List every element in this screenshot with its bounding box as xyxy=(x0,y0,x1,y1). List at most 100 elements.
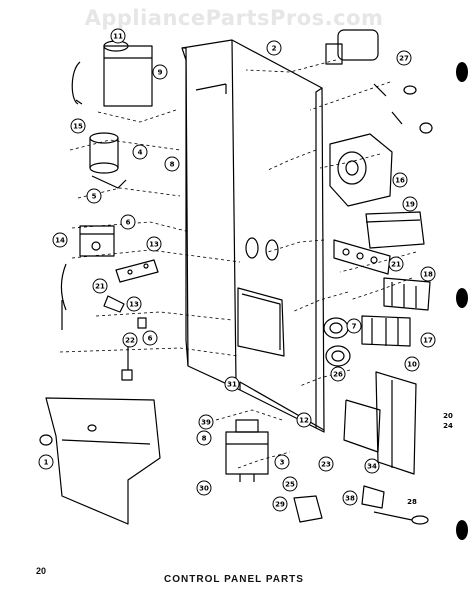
page-number: 20 xyxy=(36,566,47,576)
part-28-terminals xyxy=(361,485,429,525)
part-4-capacitor xyxy=(89,132,127,189)
svg-text:1: 1 xyxy=(44,459,49,467)
callout-21-left: 21 xyxy=(92,278,108,294)
svg-text:17: 17 xyxy=(423,337,433,345)
svg-text:26: 26 xyxy=(333,371,343,379)
control-panel-housing xyxy=(181,39,325,433)
part-3-relay xyxy=(225,419,269,482)
svg-text:8: 8 xyxy=(170,161,175,169)
part-21-bracket-left xyxy=(115,259,159,283)
part-18-switch-assembly xyxy=(383,277,431,311)
svg-text:5: 5 xyxy=(92,193,97,201)
part-callouts: 11 2 9 27 15 4 8 16 5 19 6 14 13 21 18 2… xyxy=(38,28,453,512)
svg-text:38: 38 xyxy=(345,495,355,503)
callout-6-top: 6 xyxy=(120,214,136,230)
svg-text:13: 13 xyxy=(129,301,139,309)
svg-text:6: 6 xyxy=(126,219,131,227)
callout-17: 17 xyxy=(420,332,436,348)
svg-text:21: 21 xyxy=(95,283,105,291)
punch-holes xyxy=(456,62,468,540)
part-27-solenoid xyxy=(325,29,433,134)
callout-22: 22 xyxy=(122,332,138,348)
callout-18: 18 xyxy=(420,266,436,282)
part-21-terminal-strip-right xyxy=(333,239,391,275)
svg-text:27: 27 xyxy=(399,55,409,63)
svg-text:10: 10 xyxy=(407,361,417,369)
callout-27: 27 xyxy=(396,50,412,66)
svg-text:4: 4 xyxy=(138,149,143,157)
svg-text:31: 31 xyxy=(227,381,237,389)
part-16-timer xyxy=(329,133,393,207)
callout-2: 2 xyxy=(266,40,282,56)
watermark: AppliancePartsPros.com xyxy=(84,6,384,30)
part-1-knob xyxy=(39,434,53,446)
leader-lines xyxy=(59,59,417,469)
callout-23: 23 xyxy=(318,456,334,472)
svg-text:28: 28 xyxy=(407,498,417,506)
svg-text:25: 25 xyxy=(285,481,295,489)
callout-25: 25 xyxy=(282,476,298,492)
part-17-switch-assembly xyxy=(361,315,411,347)
svg-text:18: 18 xyxy=(423,271,433,279)
callout-14: 14 xyxy=(52,232,68,248)
svg-text:30: 30 xyxy=(199,485,209,493)
part-11-motor xyxy=(71,40,153,107)
svg-text:39: 39 xyxy=(201,419,211,427)
svg-text:15: 15 xyxy=(73,123,83,131)
part-30-cover xyxy=(45,397,161,525)
callout-4: 4 xyxy=(132,144,148,160)
svg-text:29: 29 xyxy=(275,501,285,509)
callout-7: 7 xyxy=(346,318,362,334)
callout-26: 26 xyxy=(330,366,346,382)
callout-9: 9 xyxy=(152,64,168,80)
callout-38: 38 xyxy=(342,490,358,506)
svg-text:2: 2 xyxy=(272,45,277,53)
svg-text:23: 23 xyxy=(321,461,331,469)
svg-text:8: 8 xyxy=(202,435,207,443)
callout-13-bottom: 13 xyxy=(126,296,142,312)
callout-11: 11 xyxy=(110,28,126,44)
svg-text:13: 13 xyxy=(149,241,159,249)
part-29-connector xyxy=(293,495,323,523)
callout-19: 19 xyxy=(402,196,418,212)
svg-text:24: 24 xyxy=(443,422,453,430)
callout-39: 39 xyxy=(198,414,214,430)
part-34-terminal-block xyxy=(343,371,417,475)
callout-34: 34 xyxy=(364,458,380,474)
callout-6-mid: 6 xyxy=(142,330,158,346)
svg-text:21: 21 xyxy=(391,261,401,269)
callout-16: 16 xyxy=(392,172,408,188)
callout-30: 30 xyxy=(196,480,212,496)
callout-5: 5 xyxy=(86,188,102,204)
part-7-knob xyxy=(323,317,349,339)
svg-text:14: 14 xyxy=(55,237,65,245)
svg-text:16: 16 xyxy=(395,177,405,185)
callout-1: 1 xyxy=(38,454,54,470)
part-14-switch xyxy=(60,225,115,330)
callout-10: 10 xyxy=(404,356,420,372)
svg-text:34: 34 xyxy=(367,463,377,471)
callout-12: 12 xyxy=(296,412,312,428)
callout-24: 24 xyxy=(443,422,453,430)
svg-text:9: 9 xyxy=(158,69,163,77)
small-clips xyxy=(103,295,147,381)
callout-20: 20 xyxy=(443,412,453,420)
callout-15: 15 xyxy=(70,118,86,134)
callout-3: 3 xyxy=(274,454,290,470)
callout-8-top: 8 xyxy=(164,156,180,172)
svg-text:3: 3 xyxy=(280,459,285,467)
svg-text:22: 22 xyxy=(125,337,135,345)
callout-29: 29 xyxy=(272,496,288,512)
svg-text:19: 19 xyxy=(405,201,415,209)
diagram-caption: CONTROL PANEL PARTS xyxy=(164,574,304,585)
callout-8-bottom: 8 xyxy=(196,430,212,446)
callout-21-right: 21 xyxy=(388,256,404,272)
callout-31: 31 xyxy=(224,376,240,392)
callout-28: 28 xyxy=(407,498,417,506)
svg-text:12: 12 xyxy=(299,417,309,425)
svg-text:11: 11 xyxy=(113,33,123,41)
callout-13-top: 13 xyxy=(146,236,162,252)
part-26-knob xyxy=(325,345,351,367)
